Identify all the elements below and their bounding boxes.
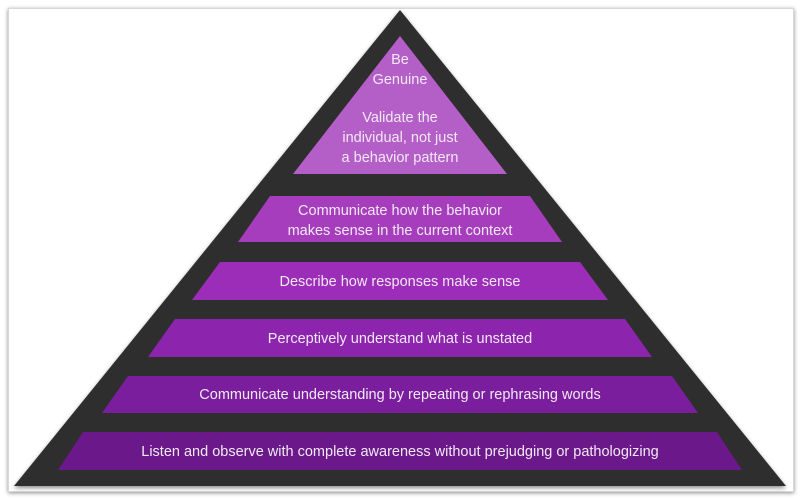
tier-5-shape: [102, 376, 698, 413]
tier-2-line2: makes sense in the current context: [288, 223, 513, 239]
tier-top-line1: Be: [391, 52, 409, 68]
tier-2-shape: [238, 196, 562, 242]
tier-3-shape: [192, 262, 608, 300]
tier-6-label: Listen and observe with complete awarene…: [141, 444, 658, 460]
tier-3-label: Describe how responses make sense: [280, 274, 521, 290]
tier-top-shape: [293, 36, 507, 174]
tier-top-line3: Validate the: [362, 110, 438, 126]
tier-5-label: Communicate understanding by repeating o…: [199, 387, 600, 403]
tier-4-label: Perceptively understand what is unstated: [268, 331, 532, 347]
tier-2-line1: Communicate how the behavior: [298, 203, 502, 219]
tier-top-line5: a behavior pattern: [342, 150, 459, 166]
tier-4-shape: [148, 319, 652, 357]
tier-top-line4: individual, not just: [342, 130, 457, 146]
tier-6-shape: [58, 432, 742, 470]
pyramid-outline: [14, 10, 786, 486]
tier-top-line2: Genuine: [373, 72, 428, 88]
